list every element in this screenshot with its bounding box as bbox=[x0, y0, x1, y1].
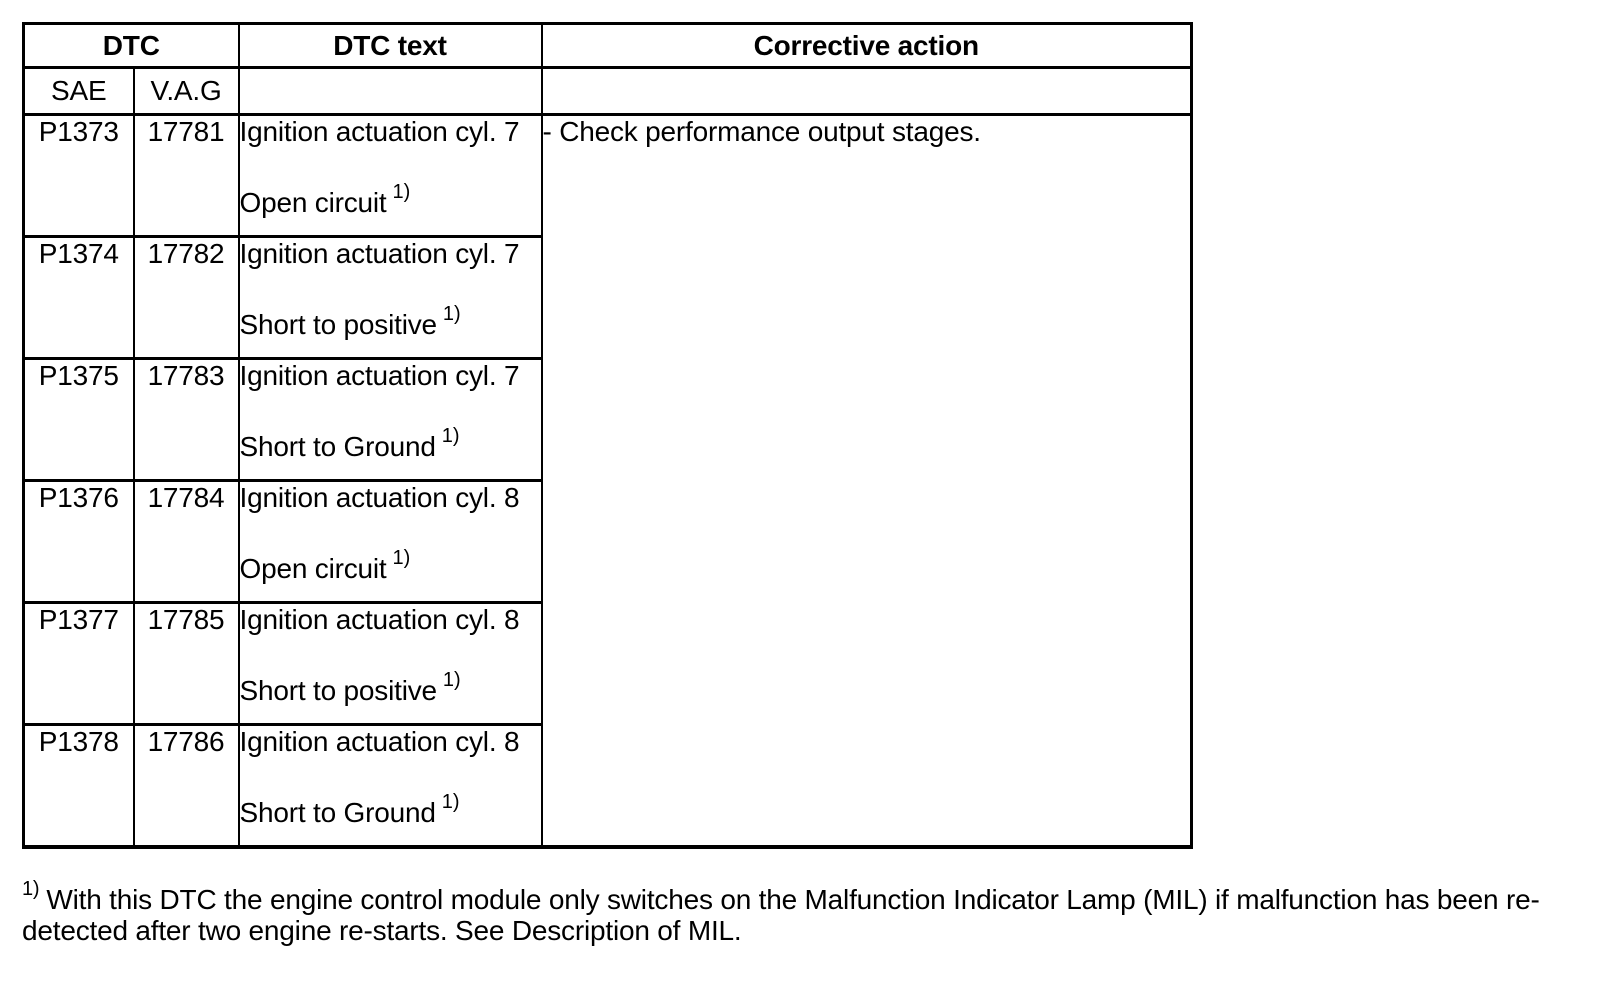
dtc-text-cell: Ignition actuation cyl. 8 Short to Groun… bbox=[237, 723, 543, 848]
footnote-line2: detected after two engine re-starts. See… bbox=[22, 915, 742, 946]
table-row: P1378 17786 Ignition actuation cyl. 8 Sh… bbox=[22, 723, 1192, 848]
sae-code: P1375 bbox=[22, 357, 135, 482]
dtc-text-cell: Ignition actuation cyl. 7 Short to posit… bbox=[237, 235, 543, 360]
dtc-text-line1: Ignition actuation cyl. 7 bbox=[239, 238, 520, 270]
footnote-marker: 1) bbox=[441, 424, 460, 447]
footnote-ref-marker: 1) bbox=[22, 877, 40, 900]
table-row: P1377 17785 Ignition actuation cyl. 8 Sh… bbox=[22, 601, 1192, 726]
footnote-marker: 1) bbox=[442, 302, 461, 325]
table-row: P1374 17782 Ignition actuation cyl. 7 Sh… bbox=[22, 235, 1192, 360]
footnote-line1: 1) With this DTC the engine control modul… bbox=[22, 879, 1587, 915]
dtc-text-cell: Ignition actuation cyl. 7 Short to Groun… bbox=[237, 357, 543, 482]
table-header-row: DTC DTC text Corrective action bbox=[22, 22, 1193, 69]
vag-code: 17782 bbox=[132, 235, 240, 360]
header-dtc: DTC bbox=[22, 22, 240, 69]
sae-code: P1376 bbox=[22, 479, 135, 604]
subheader-empty-dtc-text bbox=[237, 66, 543, 116]
table-subheader-row: SAE V.A.G bbox=[22, 66, 1193, 116]
subheader-empty-corrective bbox=[540, 66, 1193, 116]
sae-code: P1377 bbox=[22, 601, 135, 726]
table-row: P1373 17781 Ignition actuation cyl. 7 Op… bbox=[22, 113, 1193, 848]
dtc-table: DTC DTC text Corrective action SAE V.A.G… bbox=[22, 22, 1194, 849]
corrective-action-cell: - Check performance output stages. bbox=[540, 113, 1193, 848]
footnote: 1) With this DTC the engine control modul… bbox=[22, 879, 1587, 946]
header-corrective-action: Corrective action bbox=[540, 22, 1193, 69]
dtc-text-line1: Ignition actuation cyl. 7 bbox=[239, 360, 520, 392]
header-dtc-text: DTC text bbox=[237, 22, 543, 69]
footnote-marker: 1) bbox=[392, 180, 411, 203]
dtc-text-cell: Ignition actuation cyl. 8 Short to posit… bbox=[237, 601, 543, 726]
table-row: P1375 17783 Ignition actuation cyl. 7 Sh… bbox=[22, 357, 1192, 482]
subheader-sae: SAE bbox=[22, 66, 135, 116]
vag-code: 17784 bbox=[132, 479, 240, 604]
footnote-text-line1: With this DTC the engine control module … bbox=[46, 884, 1540, 915]
vag-code: 17781 bbox=[132, 113, 240, 238]
sae-code: P1373 bbox=[22, 113, 135, 238]
table-row: P1376 17784 Ignition actuation cyl. 8 Op… bbox=[22, 479, 1192, 604]
dtc-text-line1: Ignition actuation cyl. 8 bbox=[239, 482, 520, 514]
vag-code: 17786 bbox=[132, 723, 240, 848]
dtc-text-line1: Ignition actuation cyl. 7 bbox=[239, 116, 520, 148]
sae-code: P1374 bbox=[22, 235, 135, 360]
footnote-marker: 1) bbox=[442, 668, 461, 691]
subheader-vag: V.A.G bbox=[132, 66, 240, 116]
dtc-text-line1: Ignition actuation cyl. 8 bbox=[239, 604, 520, 636]
footnote-marker: 1) bbox=[441, 790, 460, 813]
corrective-action-text: - Check performance output stages. bbox=[542, 116, 982, 148]
vag-code: 17785 bbox=[132, 601, 240, 726]
dtc-text-line1: Ignition actuation cyl. 8 bbox=[239, 726, 520, 758]
sae-code: P1378 bbox=[22, 723, 135, 848]
footnote-marker: 1) bbox=[392, 546, 411, 569]
vag-code: 17783 bbox=[132, 357, 240, 482]
